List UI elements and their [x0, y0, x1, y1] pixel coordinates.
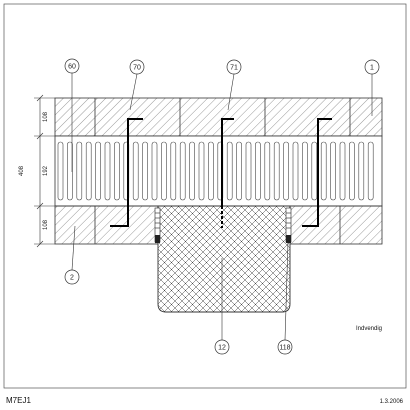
- dim-top: 108: [43, 111, 49, 122]
- perforation-cells: [57, 141, 374, 201]
- side-label: Indvendig: [356, 326, 382, 332]
- callout-2: 2: [64, 269, 80, 285]
- leader-lines: [71, 72, 373, 341]
- perforation-cell: [189, 141, 195, 201]
- perforation-cell: [198, 141, 205, 201]
- perforation-cell: [264, 141, 271, 201]
- wall-tie-right: [302, 118, 332, 227]
- perforation-cell: [226, 141, 233, 201]
- perforation-cell: [358, 141, 365, 201]
- svg-text:71: 71: [230, 65, 238, 72]
- dim-middle: 192: [43, 165, 49, 176]
- svg-text:1: 1: [370, 65, 374, 72]
- callout-71: 71: [226, 59, 242, 75]
- dimension-line: [34, 94, 55, 248]
- dim-bottom: 108: [43, 219, 49, 230]
- perforation-cell: [95, 141, 101, 201]
- perforation-cell: [208, 141, 214, 201]
- perforation-cell: [339, 141, 346, 201]
- svg-text:70: 70: [133, 65, 141, 72]
- perforation-cell: [85, 141, 92, 201]
- dim-total: 408: [19, 165, 25, 176]
- perforation-cell: [349, 141, 355, 201]
- callout-70: 70: [129, 59, 145, 75]
- perforation-cell: [104, 141, 111, 201]
- perforation-cell: [330, 141, 336, 201]
- perforation-cell: [76, 141, 83, 201]
- svg-text:2: 2: [70, 275, 74, 282]
- perforation-cell: [236, 141, 242, 201]
- svg-text:118: 118: [279, 345, 290, 352]
- perforation-cell: [142, 141, 148, 201]
- perforation-cell: [179, 141, 186, 201]
- svg-text:12: 12: [218, 345, 226, 352]
- perforation-cell: [57, 141, 64, 201]
- perforation-cell: [151, 141, 158, 201]
- callout-12: 12: [214, 339, 230, 355]
- concrete-column: [157, 205, 291, 313]
- perforation-cell: [245, 141, 252, 201]
- perforation-cell: [114, 141, 120, 201]
- callout-60: 60: [64, 58, 80, 74]
- perforation-cell: [320, 141, 327, 201]
- drawing-code: M7EJ1: [6, 396, 31, 405]
- perforation-cell: [255, 141, 261, 201]
- top-brick-course: [54, 97, 383, 137]
- callout-1: 1: [364, 59, 380, 75]
- perforation-cell: [161, 141, 167, 201]
- sealant-strips: [154, 207, 292, 243]
- perforation-cell: [273, 141, 280, 201]
- perforation-cell: [311, 141, 318, 201]
- wall-tie-center: [221, 118, 234, 206]
- perforation-cell: [67, 141, 73, 201]
- perforation-cell: [132, 141, 139, 201]
- perforation-cell: [283, 141, 289, 201]
- wall-tie-left: [110, 118, 143, 227]
- perforation-cell: [292, 141, 299, 201]
- drawing-frame: [3, 3, 407, 389]
- perforation-cell: [302, 141, 308, 201]
- drawing-date: 1.3.2006: [380, 399, 404, 405]
- perforation-cell: [367, 141, 374, 201]
- callout-118: 118: [277, 339, 293, 355]
- wall-ties: [110, 118, 332, 228]
- perforation-cell: [170, 141, 177, 201]
- middle-block-course: [54, 135, 383, 207]
- svg-text:60: 60: [68, 64, 76, 71]
